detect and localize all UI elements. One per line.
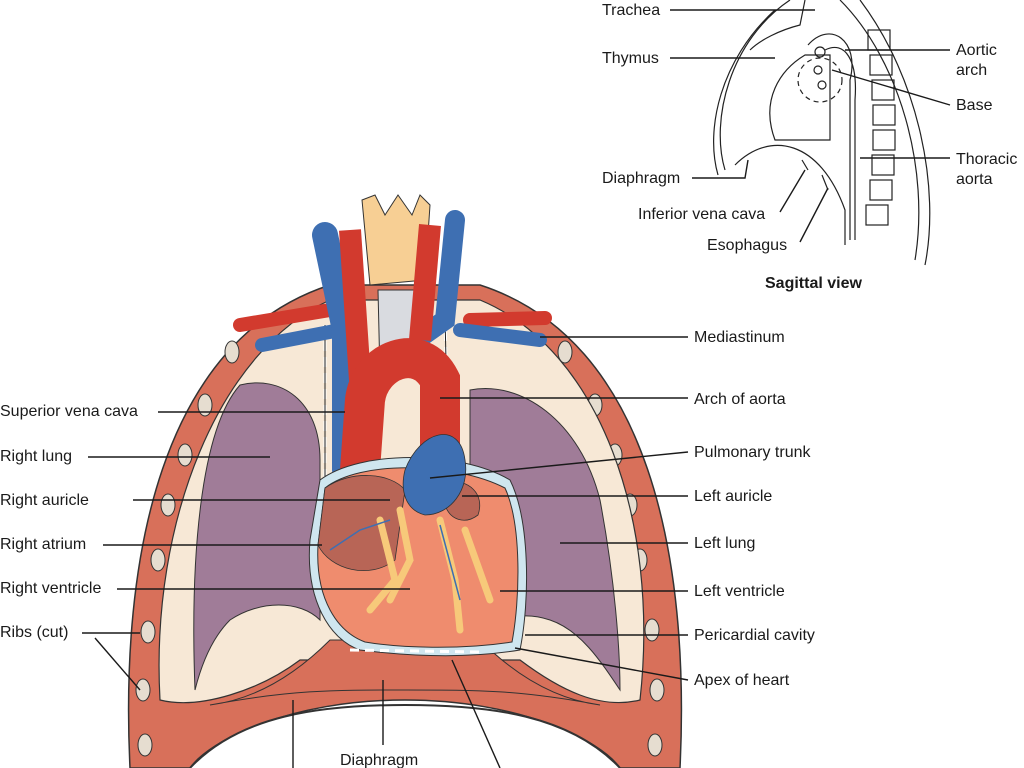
label-right-lung: Right lung [0,448,73,465]
label-apex-of-heart: Apex of heart [694,672,790,689]
label-right-ventricle: Right ventricle [0,580,102,597]
label-trachea: Trachea [602,2,661,19]
sagittal-leader-lines [670,9,951,243]
label-thoracic-aorta-1: Thoracic [956,151,1018,168]
label-left-ventricle: Left ventricle [694,583,785,600]
diaphragm [189,703,621,768]
label-base: Base [956,97,993,114]
coronary-vessels [329,519,461,601]
leader-lines [82,336,689,768]
right-lung [193,382,321,691]
right-brachiocephalic-vein [255,323,347,352]
label-superior-vena-cava: Superior vena cava [0,403,138,420]
label-left-auricle: Left auricle [694,488,773,505]
label-esophagus: Esophagus [707,237,788,254]
label-mediastinum: Mediastinum [694,329,785,346]
diaphragm-muscle [209,639,601,706]
label-arch-of-aorta: Arch of aorta [694,391,786,408]
right-subclavian-artery [233,303,337,332]
label-sagittal-diaphragm: Diaphragm [602,170,681,187]
left-brachiocephalic-vein [453,323,547,347]
sagittal-illustration [713,0,931,266]
carotid-arteries [339,224,441,381]
sagittal-view-title: Sagittal view [765,275,862,292]
label-diaphragm: Diaphragm [340,752,419,768]
label-right-auricle: Right auricle [0,492,89,509]
label-pericardial-cavity: Pericardial cavity [694,627,815,644]
aortic-arch [340,338,460,472]
label-aortic-arch-2: arch [956,62,988,79]
label-inferior-vena-cava: Inferior vena cava [638,206,766,223]
vertebrae [865,29,896,226]
left-subclavian-artery [463,311,552,327]
pericardial-cavity-dashes [349,648,481,654]
thyroid [361,194,431,286]
label-aortic-arch-1: Aortic [956,42,997,59]
label-thoracic-aorta-2: aorta [956,171,993,188]
label-pulmonary-trunk: Pulmonary trunk [694,444,811,461]
label-left-lung: Left lung [694,535,756,552]
label-thymus: Thymus [602,50,659,67]
pulmonary-trunk [402,434,467,516]
label-right-atrium: Right atrium [0,536,87,553]
label-ribs-cut: Ribs (cut) [0,624,69,641]
coronary-fat [366,506,494,634]
